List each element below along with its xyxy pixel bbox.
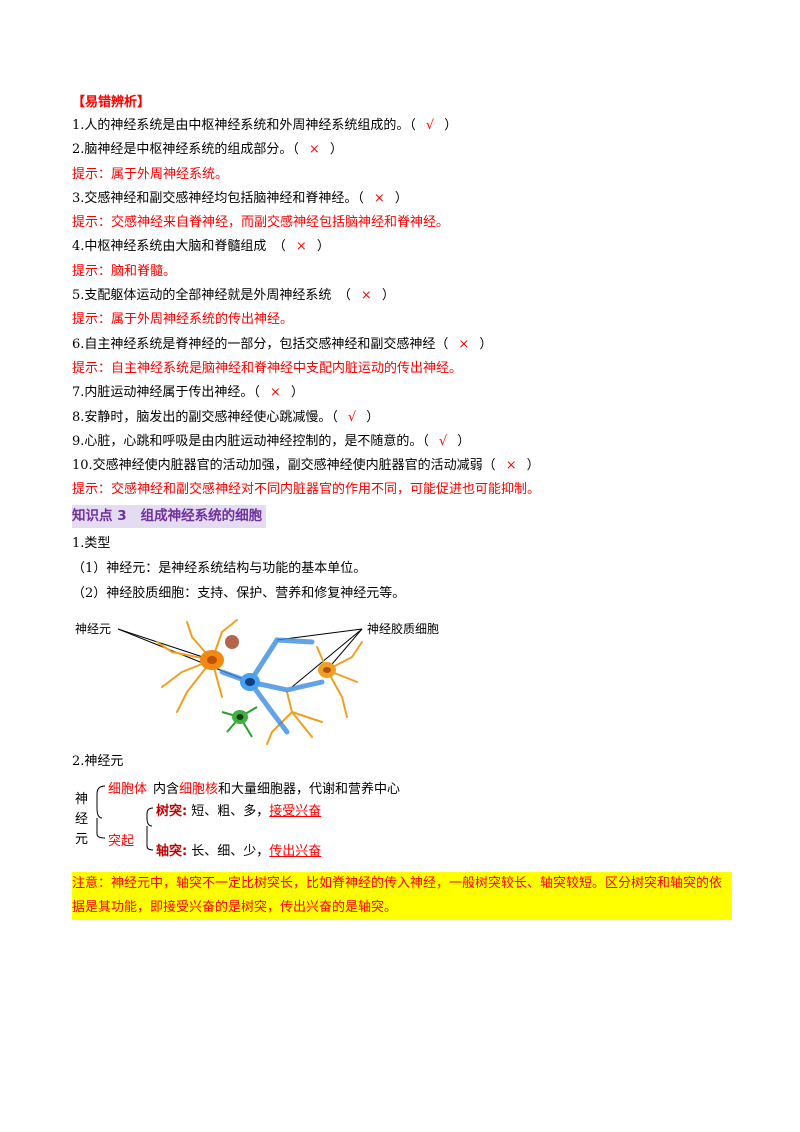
cell-body-label: 细胞体 — [108, 781, 148, 797]
quiz-item-close: ） — [366, 409, 380, 425]
dendrite-desc: 短、粗、多， — [191, 803, 270, 819]
dendrite-label: 树突: — [156, 803, 188, 819]
tree-root-char-3: 元 — [75, 831, 89, 847]
section-tag: 【易错辨析】 — [72, 95, 151, 110]
cross-mark-icon: × — [269, 385, 281, 401]
quiz-item: 3.交感神经和副交感神经均包括脑神经和脊神经。（ × ） — [72, 187, 732, 211]
quiz-item-close: ） — [479, 336, 493, 352]
quiz-list: 1.人的神经系统是由中枢神经系统和外周神经系统组成的。（√）2.脑神经是中枢神经… — [72, 114, 732, 503]
document-page: 【易错辨析】 1.人的神经系统是由中枢神经系统和外周神经系统组成的。（√）2.脑… — [72, 92, 732, 920]
quiz-hint: 提示：交感神经和副交感神经对不同内脏器官的作用不同，可能促进也可能抑制。 — [72, 482, 541, 498]
neuron-illustration — [117, 618, 363, 745]
quiz-item-close: ） — [381, 288, 395, 304]
quiz-item-text: 5.支配躯体运动的全部神经就是外周神经系统 （ — [72, 288, 351, 304]
quiz-hint: 提示：属于外周神经系统。 — [72, 166, 229, 182]
quiz-item: 8.安静时，脑发出的副交感神经使心跳减慢。（ √ ） — [72, 406, 732, 430]
quiz-item-close: ） — [457, 433, 471, 449]
quiz-item: 5.支配躯体运动的全部神经就是外周神经系统 （ × ） — [72, 284, 732, 308]
quiz-item-close: ） — [394, 190, 408, 206]
quiz-hint: 提示：脑和脊髓。 — [72, 263, 177, 279]
quiz-item: 7.内脏运动神经属于传出神经。（ × ） — [72, 381, 732, 405]
knowledge-point-number: 知识点 3 — [72, 507, 127, 524]
quiz-item-text: 10.交感神经使内脏器官的活动加强，副交感神经使内脏器官的活动减弱（ — [72, 458, 496, 474]
quiz-item-text: 1.人的神经系统是由中枢神经系统和外周神经系统组成的。（ — [72, 118, 416, 133]
knowledge-point-title: 组成神经系统的细胞 — [140, 507, 263, 524]
check-mark-icon: √ — [438, 433, 448, 449]
quiz-item-close: ） — [316, 239, 330, 255]
tree-root-char-1: 神 — [75, 791, 89, 807]
quiz-hint: 提示：交感神经来自脊神经，而副交感神经包括脑神经和脊神经。 — [72, 215, 450, 231]
quiz-item: 9.心脏，心跳和呼吸是由内脏运动神经控制的，是不随意的。（ √ ） — [72, 430, 732, 454]
quiz-item-close: ） — [290, 385, 304, 401]
quiz-item-text: 4.中枢神经系统由大脑和脊髓组成 （ — [72, 239, 286, 255]
neuron-figure: 神经元 神经胶质细胞 — [72, 612, 472, 747]
knowledge-point-heading: 知识点 3 组成神经系统的细胞 — [72, 504, 267, 528]
dendrite-function: 接受兴奋 — [269, 803, 322, 819]
type-neuron: （1）神经元：是神经系统结构与功能的基本单位。 — [72, 560, 367, 576]
cell-body-row: 细胞体内含细胞核和大量细胞器，代谢和营养中心 — [108, 778, 400, 797]
quiz-item-text: 3.交感神经和副交感神经均包括脑神经和脊神经。（ — [72, 190, 364, 206]
quiz-item: 4.中枢神经系统由大脑和脊髓组成 （ × ） — [72, 235, 732, 259]
axon-function: 传出兴奋 — [269, 843, 322, 859]
axon-desc: 长、细、少， — [191, 843, 270, 859]
dendrite-row: 树突:短、粗、多，接受兴奋 — [156, 800, 321, 819]
cross-mark-icon: × — [458, 336, 470, 352]
quiz-item-text: 7.内脏运动神经属于传出神经。（ — [72, 385, 260, 401]
type-glial: （2）神经胶质细胞：支持、保护、营养和修复神经元等。 — [72, 585, 406, 601]
quiz-hint: 提示：自主神经系统是脑神经和脊神经中支配内脏运动的传出神经。 — [72, 360, 463, 376]
neuron-heading: 2.神经元 — [72, 753, 124, 769]
quiz-item-close: ） — [526, 458, 540, 474]
cross-mark-icon: × — [295, 239, 307, 255]
tree-root-char-2: 经 — [75, 811, 89, 827]
quiz-hint: 提示：属于外周神经系统的传出神经。 — [72, 312, 294, 328]
quiz-item: 6.自主神经系统是脊神经的一部分，包括交感神经和副交感神经（ × ） — [72, 333, 732, 357]
quiz-item-text: 9.心脏，心跳和呼吸是由内脏运动神经控制的，是不随意的。（ — [72, 433, 429, 449]
quiz-item-close: ） — [329, 142, 343, 158]
quiz-item-close: ） — [444, 118, 458, 133]
cell-nucleus-term: 细胞核 — [179, 781, 219, 797]
axon-row: 轴突:长、细、少，传出兴奋 — [156, 840, 321, 859]
quiz-item-text: 8.安静时，脑发出的副交感神经使心跳减慢。（ — [72, 409, 338, 425]
process-label: 突起 — [108, 833, 135, 849]
check-mark-icon: √ — [425, 118, 435, 133]
cross-mark-icon: × — [360, 288, 372, 304]
cross-mark-icon: × — [373, 190, 385, 206]
figure-label-neuron: 神经元 — [75, 621, 112, 636]
axon-label: 轴突: — [156, 843, 188, 859]
quiz-item-text: 2.脑神经是中枢神经系统的组成部分。（ — [72, 142, 299, 158]
neuron-structure-diagram: 神 经 元 细胞体内含细胞核和大量细胞器，代谢和营养中心 突起 树突:短、粗、多… — [72, 778, 732, 859]
cell-body-pre: 内含 — [153, 781, 180, 797]
quiz-item: 1.人的神经系统是由中枢神经系统和外周神经系统组成的。（ √ ） — [72, 114, 732, 138]
tree-brackets — [96, 785, 154, 851]
cell-body-post: 和大量细胞器，代谢和营养中心 — [218, 781, 401, 797]
cross-mark-icon: × — [505, 458, 517, 474]
check-mark-icon: √ — [347, 409, 357, 425]
cross-mark-icon: × — [308, 142, 320, 158]
quiz-item: 2.脑神经是中枢神经系统的组成部分。（ × ） — [72, 138, 732, 162]
types-heading: 1.类型 — [72, 535, 111, 551]
note-highlight: 注意：神经元中，轴突不一定比树突长，比如脊神经的传入神经，一般树突较长、轴突较短… — [72, 871, 732, 920]
quiz-item-text: 6.自主神经系统是脊神经的一部分，包括交感神经和副交感神经（ — [72, 336, 449, 352]
figure-label-glial: 神经胶质细胞 — [367, 621, 440, 636]
quiz-item: 10.交感神经使内脏器官的活动加强，副交感神经使内脏器官的活动减弱（ × ） — [72, 454, 732, 478]
